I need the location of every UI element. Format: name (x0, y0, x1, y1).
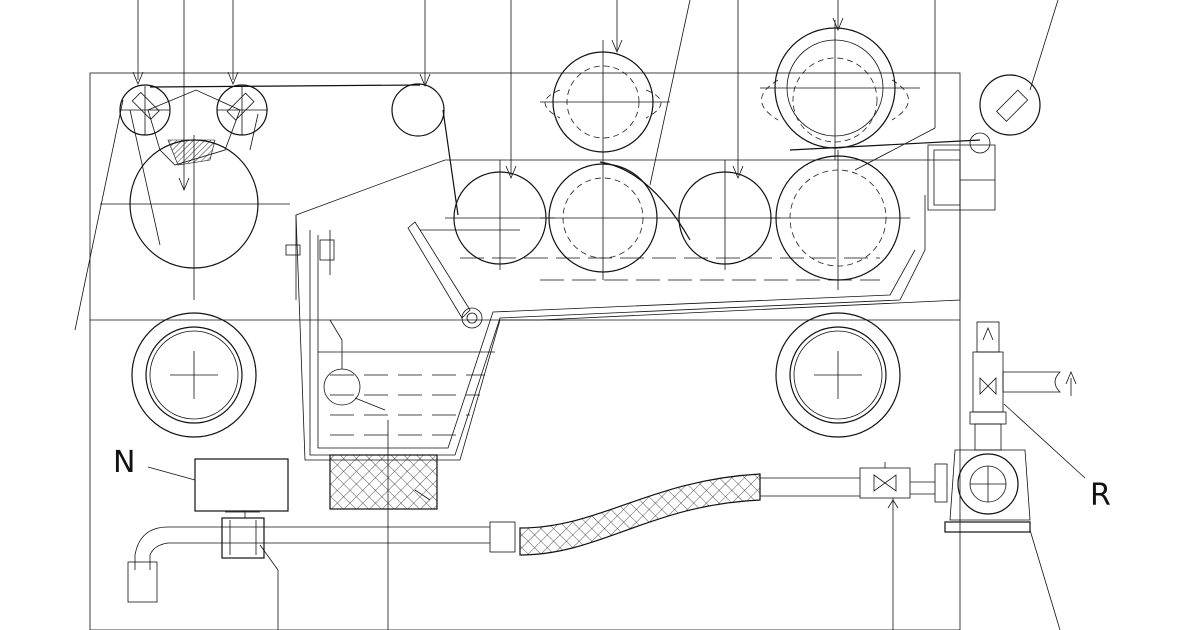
coating-roller-2 (540, 160, 670, 280)
label-r: R (1090, 478, 1111, 513)
web-path (149, 84, 981, 241)
left-roller-group (100, 84, 290, 300)
flexible-hose (519, 473, 761, 556)
top-idler-roller (391, 83, 445, 137)
coating-roller-3 (670, 160, 780, 270)
pump-r (934, 321, 1086, 630)
upper-roller-1 (540, 40, 670, 160)
component-n-box (147, 458, 289, 512)
upper-roller-2 (760, 20, 920, 160)
float-ball (323, 319, 386, 411)
coating-roller-4 (770, 150, 910, 290)
right-guide-assembly (927, 74, 1041, 211)
label-n: N (113, 445, 135, 480)
piping (127, 462, 935, 630)
coating-roller-1 (445, 160, 555, 270)
filter-block (329, 420, 438, 630)
drive-wheel-left (131, 312, 257, 438)
drive-wheel-right (775, 312, 901, 438)
leader-lines-top (74, 0, 1059, 331)
coating-trough (285, 159, 961, 461)
